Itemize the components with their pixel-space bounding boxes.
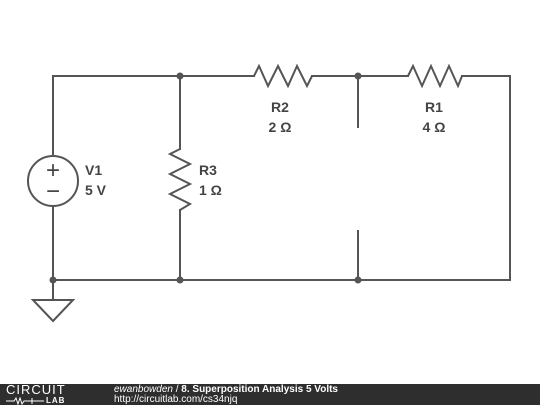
circuit-url-link[interactable]: http://circuitlab.com/cs34njq [114,394,238,405]
r2-name-label: R2 [271,99,289,115]
r3-value-label: 1 Ω [199,182,222,198]
voltage-source-icon: + − [27,155,79,207]
logo-text-lab: LAB [46,396,66,405]
circuitlab-logo[interactable]: CIRCUIT LAB [6,382,96,405]
footer-credit-line: ewanbowden / 8. Superposition Analysis 5… [114,385,338,395]
r1-value-label: 4 Ω [423,119,446,135]
junction-node [49,276,57,284]
author-link[interactable]: ewanbowden [114,384,173,395]
wire-top-right [461,75,511,281]
resistor-r1-icon [407,63,463,89]
junction-node [176,72,184,80]
junction-node [176,276,184,284]
source-minus-sign: − [46,178,60,205]
resistor-r3-icon [167,148,193,211]
logo-text-circuit: CIRCUIT [6,382,66,397]
junction-nodes [49,72,362,284]
circuit-schematic: + − R2 2 Ω R1 4 Ω R3 1 Ω V1 5 V [27,63,511,323]
r2-value-label: 2 Ω [269,119,292,135]
source-plus-sign: + [46,157,60,184]
circuit-title: 8. Superposition Analysis 5 Volts [181,384,338,395]
junction-node [354,276,362,284]
r1-name-label: R1 [425,99,443,115]
logo-wave-icon [6,397,44,405]
footer-bar: CIRCUIT LAB ewanbowden / 8. Superpositio… [0,382,540,405]
resistor-r2-icon [253,63,313,89]
separator: / [172,384,182,395]
junction-node [354,72,362,80]
v1-value-label: 5 V [85,182,107,198]
v1-name-label: V1 [85,162,102,178]
ground-icon [30,299,76,323]
r3-name-label: R3 [199,162,217,178]
